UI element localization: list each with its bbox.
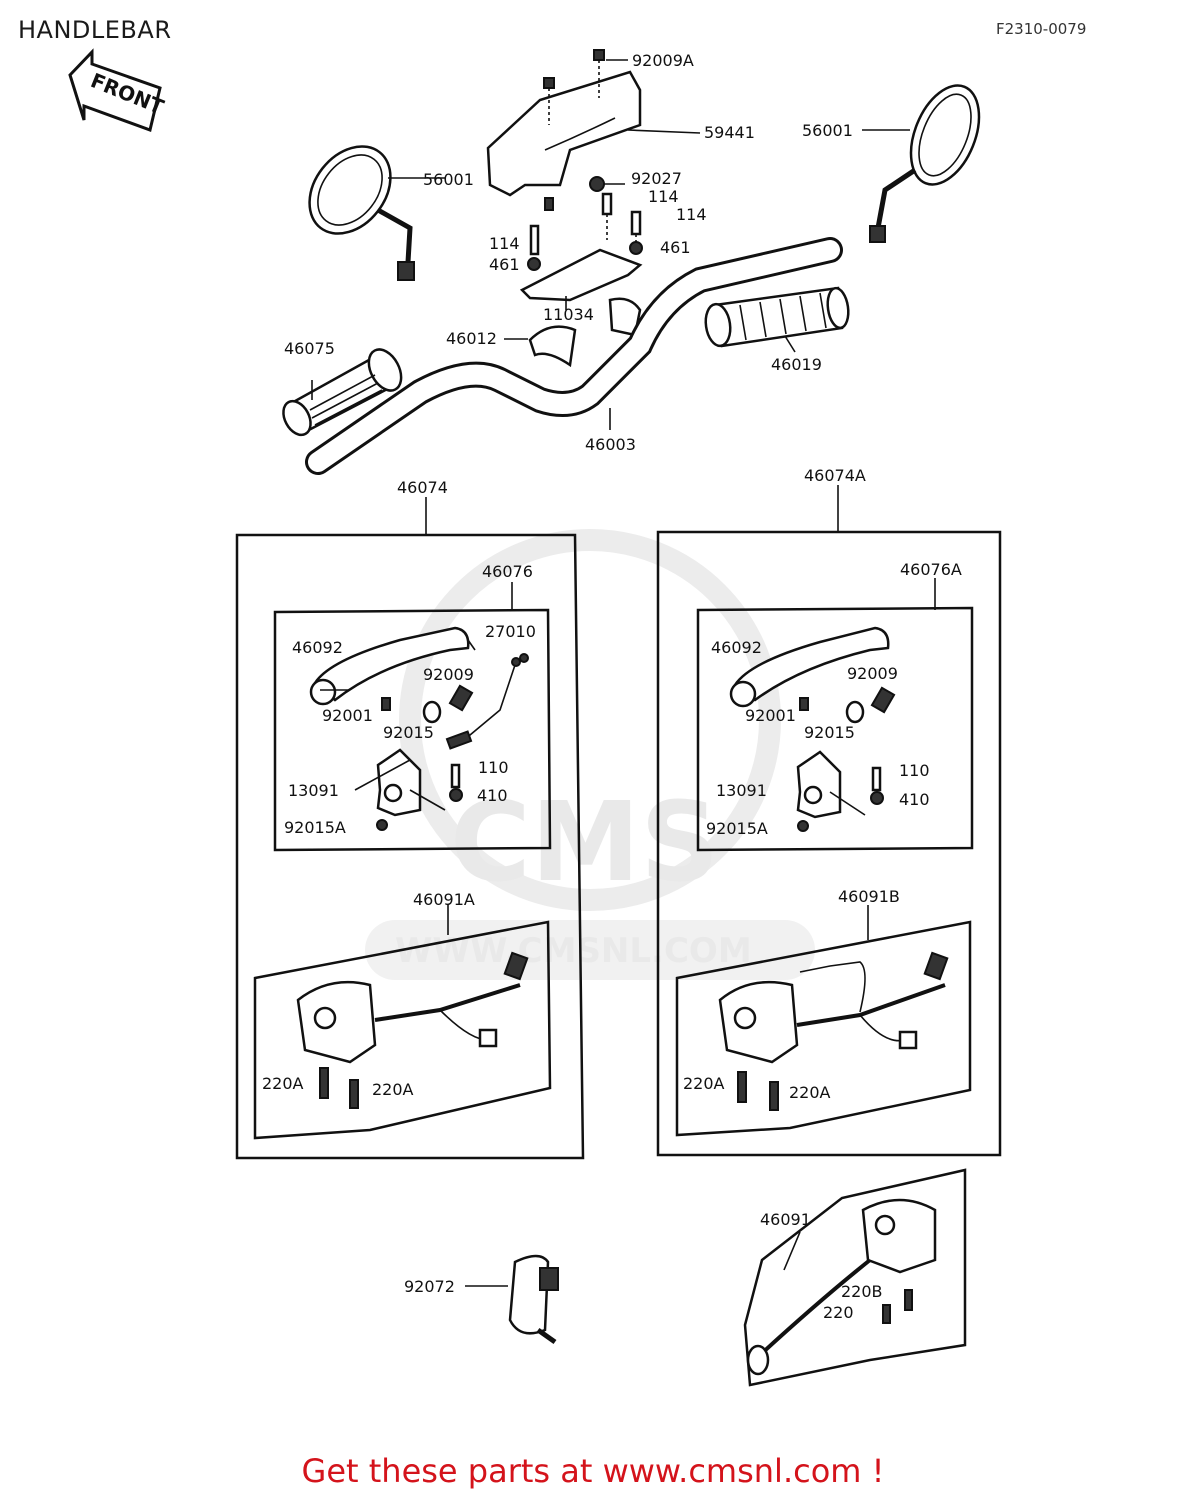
label-46076A: 46076A <box>900 560 962 579</box>
label-92009-right: 92009 <box>847 664 898 683</box>
label-56001-right: 56001 <box>802 121 853 140</box>
label-46091A: 46091A <box>413 890 475 909</box>
label-46003: 46003 <box>585 435 636 454</box>
label-410-left: 410 <box>477 786 508 805</box>
label-92015-right: 92015 <box>804 723 855 742</box>
label-92001-left: 92001 <box>322 706 373 725</box>
cable-band <box>465 1254 559 1345</box>
label-13091-left: 13091 <box>288 781 339 800</box>
footer-parts-link[interactable]: Get these parts at www.cmsnl.com ! <box>301 1452 885 1490</box>
left-lever-parts <box>309 626 529 831</box>
label-220A-right-2: 220A <box>789 1083 831 1102</box>
left-switch-housing <box>296 951 529 1109</box>
left-mirror <box>308 145 445 281</box>
label-46092-left: 46092 <box>292 638 343 657</box>
label-92027: 92027 <box>631 169 682 188</box>
cover-screws <box>543 49 628 125</box>
label-92015-left: 92015 <box>383 723 434 742</box>
label-114-c: 114 <box>489 234 520 253</box>
left-grip <box>282 348 403 437</box>
label-461-a: 461 <box>660 238 691 257</box>
diagram-title: HANDLEBAR <box>18 16 172 44</box>
label-114-a: 114 <box>648 187 679 206</box>
label-92072: 92072 <box>404 1277 455 1296</box>
watermark-logo: CMS <box>450 778 719 906</box>
label-13091-right: 13091 <box>716 781 767 800</box>
front-arrow: FRONT <box>68 48 168 132</box>
label-11034: 11034 <box>543 305 594 324</box>
label-46074A: 46074A <box>804 466 866 485</box>
label-220: 220 <box>823 1303 854 1322</box>
right-lever-parts <box>729 626 896 832</box>
label-110-right: 110 <box>899 761 930 780</box>
label-46012: 46012 <box>446 329 497 348</box>
label-27010: 27010 <box>485 622 536 641</box>
label-92001-right: 92001 <box>745 706 796 725</box>
label-114-b: 114 <box>676 205 707 224</box>
label-92009A: 92009A <box>632 51 694 70</box>
left-lever-group-box <box>235 497 585 1160</box>
part-labels: 92009A 59441 56001 56001 92027 114 114 1… <box>262 51 962 1322</box>
label-46076: 46076 <box>482 562 533 581</box>
label-110-left: 110 <box>478 758 509 777</box>
label-220B: 220B <box>841 1282 883 1301</box>
watermark-url: WWW.CMSNL.COM <box>395 931 752 971</box>
label-220A-left-1: 220A <box>262 1074 304 1093</box>
handlebar-clamp <box>504 176 643 368</box>
label-46092-right: 46092 <box>711 638 762 657</box>
label-46074: 46074 <box>397 478 448 497</box>
label-461-b: 461 <box>489 255 520 274</box>
label-59441: 59441 <box>704 123 755 142</box>
label-92009-left: 92009 <box>423 665 474 684</box>
label-46091: 46091 <box>760 1210 811 1229</box>
right-mirror <box>862 84 981 243</box>
switch-assembly <box>743 1168 967 1387</box>
diagram-code: F2310-0079 <box>996 20 1087 38</box>
label-220A-right-1: 220A <box>683 1074 725 1093</box>
label-56001-left: 56001 <box>423 170 474 189</box>
right-switch-housing <box>718 951 949 1111</box>
label-46075: 46075 <box>284 339 335 358</box>
exploded-parts-diagram: CMS WWW.CMSNL.COM FRONT <box>68 48 1002 1387</box>
label-46019: 46019 <box>771 355 822 374</box>
label-46091B: 46091B <box>838 887 900 906</box>
label-410-right: 410 <box>899 790 930 809</box>
handlebar-cover <box>486 70 701 197</box>
cms-watermark: CMS WWW.CMSNL.COM <box>365 529 815 980</box>
label-92015A-right: 92015A <box>706 819 768 838</box>
right-grip <box>704 286 850 353</box>
handlebar-tube <box>305 237 843 475</box>
right-lever-group-box <box>656 485 1002 1157</box>
label-220A-left-2: 220A <box>372 1080 414 1099</box>
label-92015A-left: 92015A <box>284 818 346 837</box>
